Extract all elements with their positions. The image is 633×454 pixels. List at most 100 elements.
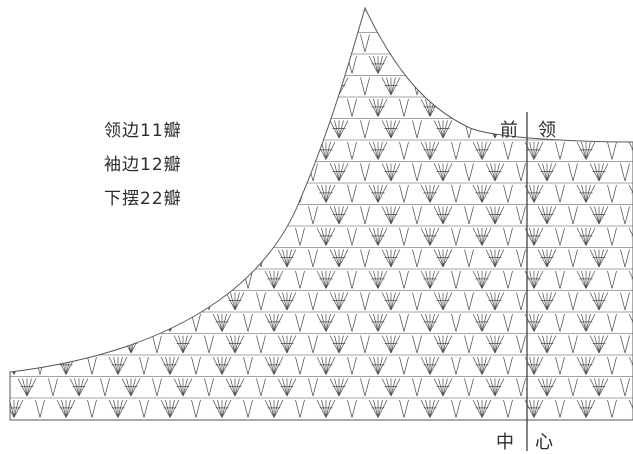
v-stitch [360, 292, 370, 311]
v-stitch [568, 163, 578, 182]
fan-stitch [368, 356, 388, 375]
fan-stitch [368, 270, 388, 289]
v-stitch [35, 227, 45, 246]
fan-stitch [17, 206, 37, 225]
v-stitch [607, 313, 617, 332]
v-stitch [516, 34, 526, 53]
fan-stitch [537, 163, 557, 182]
v-stitch [568, 249, 578, 268]
v-stitch [48, 378, 58, 397]
fan-stitch [329, 378, 349, 397]
v-stitch [399, 98, 409, 117]
fan-stitch [160, 227, 180, 246]
v-stitch [568, 378, 578, 397]
v-stitch [139, 270, 149, 289]
v-stitch [607, 227, 617, 246]
fan-stitch [381, 34, 401, 53]
v-stitch [620, 163, 630, 182]
fan-stitch [212, 399, 232, 418]
fan-stitch [368, 184, 388, 203]
v-stitch [243, 12, 253, 31]
fan-stitch [329, 163, 349, 182]
v-stitch [308, 378, 318, 397]
v-stitch [256, 34, 266, 53]
fan-stitch [316, 184, 336, 203]
fan-stitch [316, 227, 336, 246]
fan-stitch [316, 12, 336, 31]
v-stitch [100, 335, 110, 354]
fan-stitch [589, 77, 609, 96]
fan-stitch [589, 378, 609, 397]
v-stitch [87, 270, 97, 289]
fan-stitch [160, 12, 180, 31]
v-stitch [35, 356, 45, 375]
fan-stitch [485, 163, 505, 182]
v-stitch [607, 356, 617, 375]
v-stitch [347, 227, 357, 246]
v-stitch [607, 12, 617, 31]
v-stitch [620, 292, 630, 311]
fan-stitch [433, 206, 453, 225]
fan-stitch [264, 12, 284, 31]
fan-stitch [485, 77, 505, 96]
fan-stitch [225, 206, 245, 225]
v-stitch [347, 399, 357, 418]
fan-stitch [433, 335, 453, 354]
v-stitch [204, 120, 214, 139]
v-stitch [256, 378, 266, 397]
fan-stitch [160, 399, 180, 418]
v-stitch [412, 335, 422, 354]
v-stitch [87, 55, 97, 74]
v-stitch [620, 34, 630, 53]
fan-stitch [17, 335, 37, 354]
fan-stitch [576, 313, 596, 332]
v-stitch [35, 98, 45, 117]
fan-stitch [121, 249, 141, 268]
v-stitch [568, 292, 578, 311]
fan-stitch [173, 378, 193, 397]
fan-stitch [524, 270, 544, 289]
v-stitch [347, 12, 357, 31]
v-stitch [139, 313, 149, 332]
fan-stitch [108, 227, 128, 246]
v-stitch [191, 270, 201, 289]
v-stitch [412, 292, 422, 311]
v-stitch [451, 399, 461, 418]
fan-stitch [381, 249, 401, 268]
fan-stitch [329, 249, 349, 268]
v-stitch [503, 55, 513, 74]
fan-stitch [121, 292, 141, 311]
v-stitch [464, 335, 474, 354]
v-stitch [308, 163, 318, 182]
v-stitch [204, 34, 214, 53]
fan-stitch [173, 206, 193, 225]
fan-stitch [121, 34, 141, 53]
v-stitch [451, 12, 461, 31]
fan-stitch [316, 55, 336, 74]
v-stitch [48, 34, 58, 53]
fan-stitch [225, 378, 245, 397]
v-stitch [516, 335, 526, 354]
v-stitch [191, 227, 201, 246]
fan-stitch [225, 163, 245, 182]
fan-stitch [381, 163, 401, 182]
fan-stitch [316, 270, 336, 289]
fan-stitch [56, 141, 76, 160]
fan-stitch [420, 227, 440, 246]
fan-stitch [576, 227, 596, 246]
v-stitch [152, 249, 162, 268]
v-stitch [568, 77, 578, 96]
label-center-right: 心 [535, 432, 553, 453]
v-stitch [204, 77, 214, 96]
fan-stitch [212, 313, 232, 332]
fan-stitch [173, 34, 193, 53]
v-stitch [360, 378, 370, 397]
v-stitch [412, 120, 422, 139]
fan-stitch [472, 227, 492, 246]
v-stitch [451, 141, 461, 160]
fan-stitch [69, 34, 89, 53]
fan-stitch [212, 141, 232, 160]
v-stitch [100, 77, 110, 96]
v-stitch [555, 141, 565, 160]
